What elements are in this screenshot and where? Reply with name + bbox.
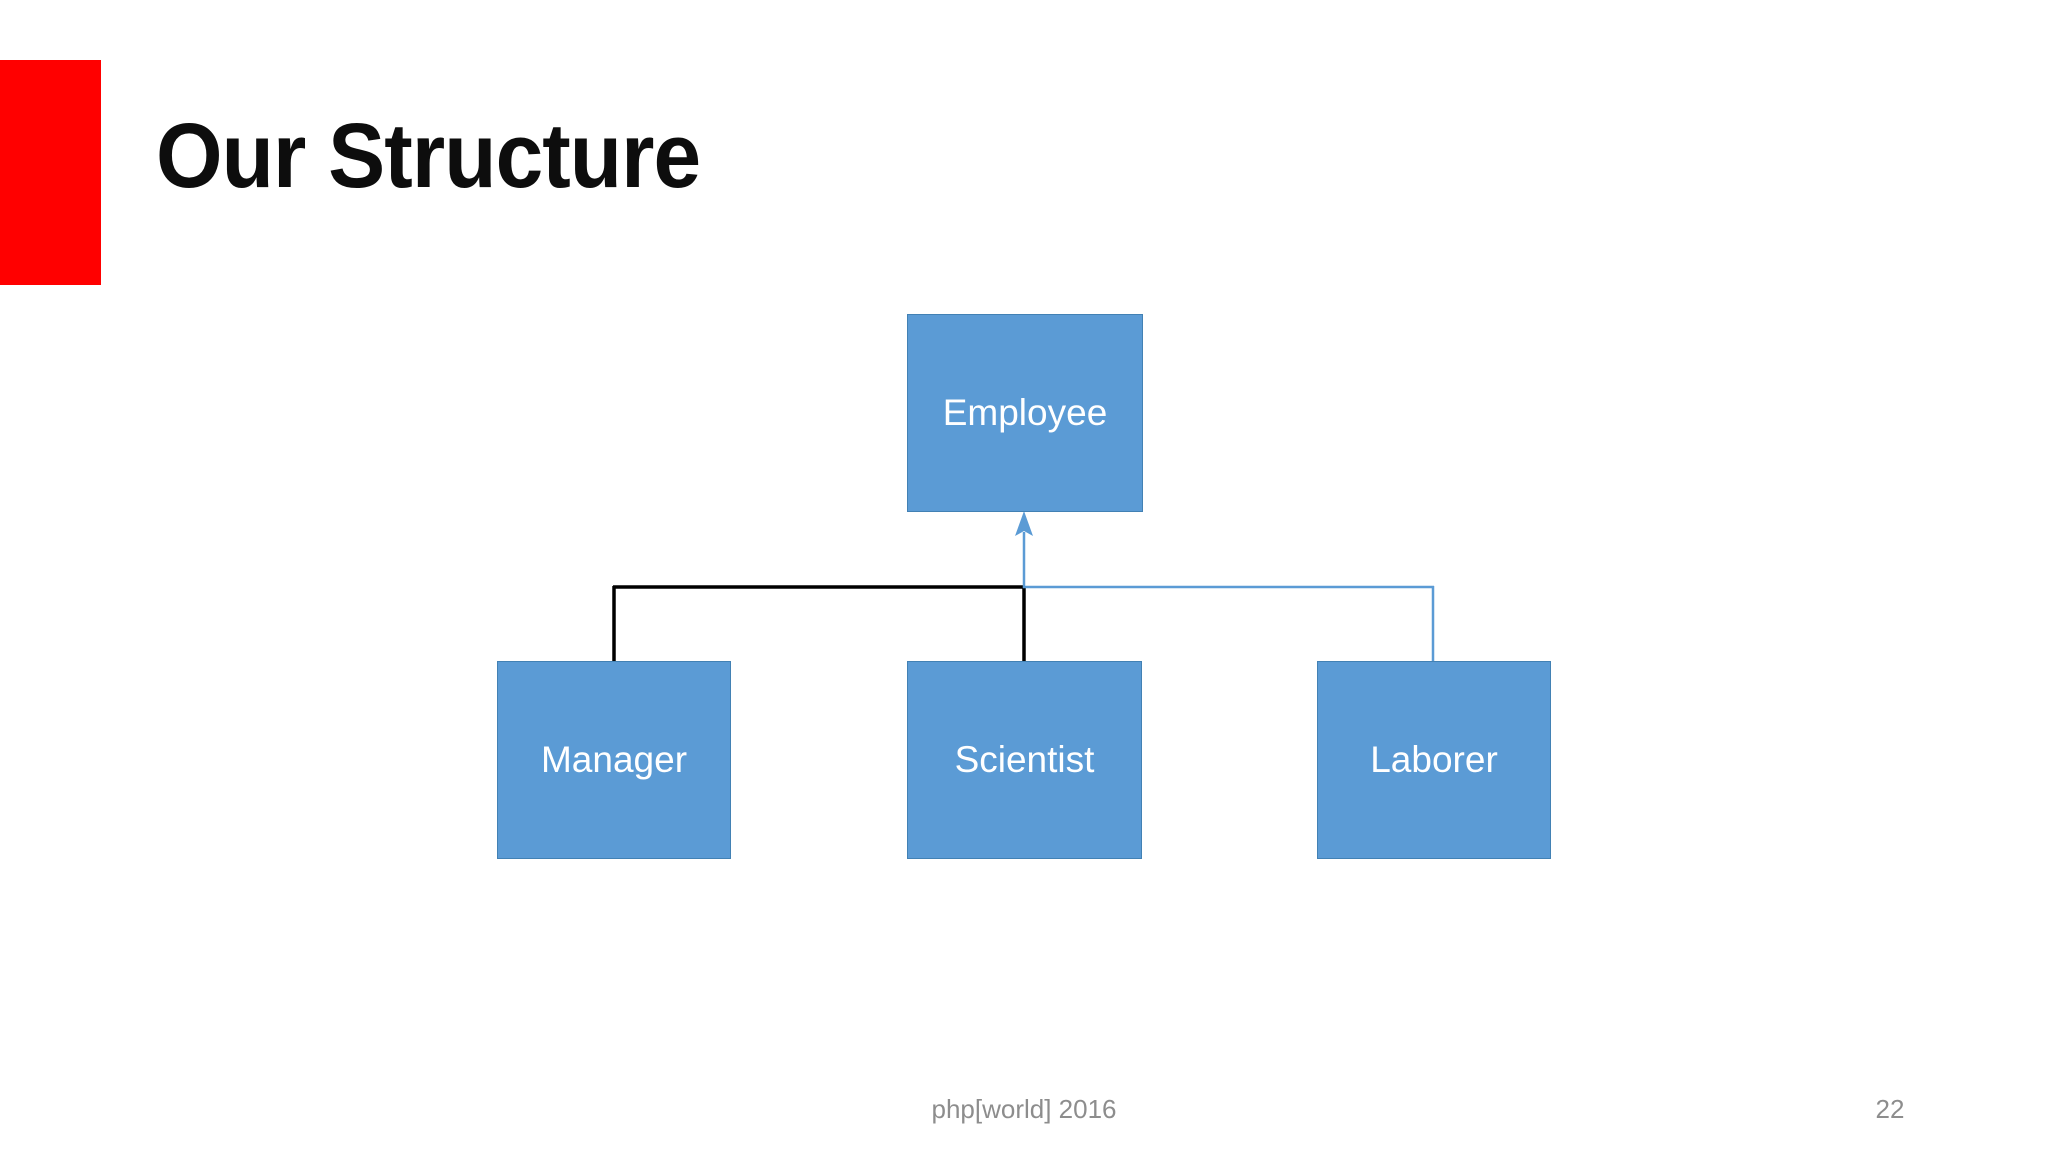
page-title: Our Structure <box>156 105 701 207</box>
page-number: 22 <box>1875 1094 1905 1124</box>
node-manager[interactable]: Manager <box>497 661 731 859</box>
arrow-head-icon <box>1015 511 1033 536</box>
node-employee-label: Employee <box>942 391 1108 433</box>
node-manager-label: Manager <box>540 738 688 780</box>
footer-text: php[world] 2016 <box>931 1094 1117 1124</box>
node-scientist-label: Scientist <box>954 738 1095 780</box>
node-scientist[interactable]: Scientist <box>907 661 1142 859</box>
node-laborer-label: Laborer <box>1370 738 1498 780</box>
node-laborer[interactable]: Laborer <box>1317 661 1551 859</box>
accent-bar <box>0 60 101 285</box>
node-employee[interactable]: Employee <box>907 314 1143 512</box>
